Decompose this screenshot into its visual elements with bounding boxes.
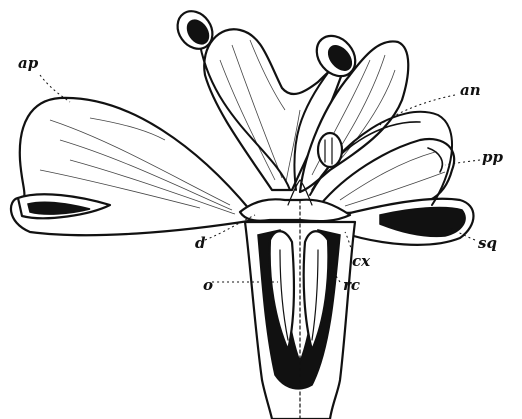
label-cx: cx bbox=[352, 252, 371, 270]
anther-inner bbox=[318, 133, 342, 167]
label-rc: rc bbox=[343, 276, 360, 294]
label-an: an bbox=[460, 81, 481, 99]
label-ap: ap bbox=[18, 54, 39, 72]
label-d: d bbox=[195, 234, 206, 252]
label-o: o bbox=[203, 276, 213, 294]
label-sq: sq bbox=[478, 234, 497, 252]
anterior-petal bbox=[11, 98, 255, 235]
label-pp: pp bbox=[482, 148, 503, 166]
